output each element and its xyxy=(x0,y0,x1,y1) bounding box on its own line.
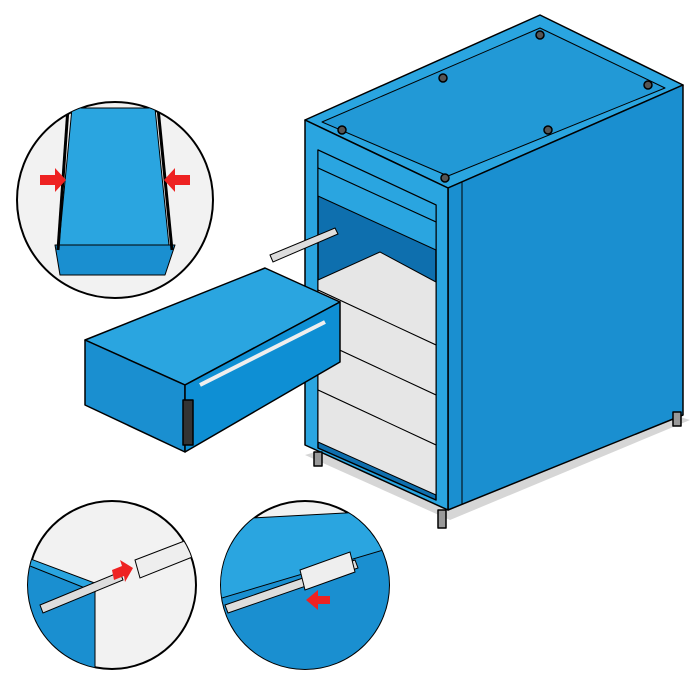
server-chassis xyxy=(84,267,341,453)
slide-rail xyxy=(269,227,339,263)
top-bolt xyxy=(440,173,450,183)
top-bolt xyxy=(643,80,653,90)
blank-panel-2 xyxy=(317,167,437,251)
top-bolt xyxy=(535,30,545,40)
arrow-left-icon xyxy=(306,590,330,610)
cabinet-foot xyxy=(437,509,447,529)
detail-circle-rail-latch xyxy=(220,500,390,670)
server-rail xyxy=(199,320,326,387)
cabinet-top-panel xyxy=(321,27,666,177)
cabinet-foot xyxy=(672,411,682,427)
arrow-right-icon xyxy=(112,560,133,582)
arrow-left-icon xyxy=(164,168,190,192)
installed-server-4 xyxy=(317,389,437,496)
top-bolt xyxy=(337,125,347,135)
top-bolt xyxy=(438,73,448,83)
rack-cabinet xyxy=(304,14,684,529)
arrow-right-icon xyxy=(40,168,66,192)
top-bolt xyxy=(543,125,553,135)
cabinet-foot xyxy=(313,451,323,467)
installed-server-1 xyxy=(317,251,437,346)
server-handle xyxy=(182,399,194,446)
detail-circle-rail-insert xyxy=(27,500,197,670)
detail-circle-rails xyxy=(16,101,214,299)
